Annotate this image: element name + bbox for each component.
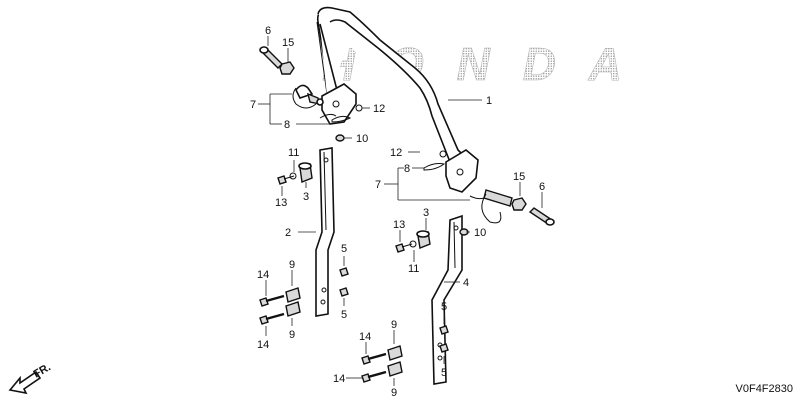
callout-9-c: 9 bbox=[391, 319, 397, 331]
callout-11-right: 11 bbox=[408, 263, 419, 275]
bolt-14-b bbox=[259, 312, 285, 325]
nut-5-a bbox=[339, 267, 349, 277]
callout-3-right: 3 bbox=[423, 207, 429, 219]
callout-9-a: 9 bbox=[289, 259, 295, 271]
callout-6-right: 6 bbox=[539, 181, 545, 193]
callout-11-left: 11 bbox=[288, 147, 299, 159]
callout-5-a: 5 bbox=[341, 243, 347, 255]
callout-7-left: 7 bbox=[250, 99, 256, 111]
right-roll-bar-post bbox=[431, 214, 463, 385]
bolt-14-a bbox=[259, 294, 285, 307]
ring-left bbox=[355, 104, 363, 112]
collar-9-a bbox=[285, 287, 301, 303]
washer-11-left bbox=[289, 172, 297, 180]
callout-6-left: 6 bbox=[265, 25, 271, 37]
washer-left bbox=[335, 134, 345, 142]
callout-3-left: 3 bbox=[303, 191, 309, 203]
callout-14-c: 14 bbox=[359, 331, 371, 343]
clip-left bbox=[331, 115, 352, 123]
nut-5-d bbox=[439, 343, 449, 353]
lock-pin-left bbox=[292, 84, 337, 119]
callout-15-left: 15 bbox=[282, 37, 294, 49]
callout-13-right: 13 bbox=[393, 219, 405, 231]
callout-7-right: 7 bbox=[375, 179, 381, 191]
bolt-13-left bbox=[277, 175, 295, 185]
callout-1: 1 bbox=[486, 95, 492, 107]
clip-right bbox=[423, 163, 446, 171]
front-label: FR. bbox=[32, 361, 53, 380]
callout-13-left: 13 bbox=[275, 197, 287, 209]
front-arrow-icon bbox=[8, 370, 42, 395]
bolt-13-right bbox=[395, 243, 413, 253]
nut-5-c bbox=[439, 325, 449, 335]
callout-10-left: 10 bbox=[356, 133, 368, 145]
roll-bar-hoop bbox=[316, 6, 479, 193]
callout-12-right: 12 bbox=[390, 147, 402, 159]
callout-14-b: 14 bbox=[257, 339, 269, 351]
callout-5-b: 5 bbox=[341, 309, 347, 321]
callout-14-d: 14 bbox=[333, 373, 345, 385]
callout-2: 2 bbox=[285, 227, 291, 239]
callout-12-left: 12 bbox=[373, 103, 385, 115]
pin-left bbox=[259, 46, 283, 69]
ring-right bbox=[439, 150, 447, 158]
diagram-reference-code: V0F4F2830 bbox=[736, 383, 793, 395]
leader-lines bbox=[258, 36, 543, 386]
nut-5-b bbox=[339, 287, 349, 297]
nut-right bbox=[511, 197, 527, 211]
callout-4: 4 bbox=[463, 277, 469, 289]
left-roll-bar-post bbox=[315, 147, 335, 317]
callout-10-right: 10 bbox=[474, 227, 486, 239]
callout-5-d: 5 bbox=[441, 367, 447, 379]
callout-numbers: 1 2 3 3 4 5 5 5 5 6 6 7 7 8 8 9 9 9 9 10… bbox=[250, 25, 545, 399]
lock-pin-right bbox=[469, 189, 513, 224]
callout-5-c: 5 bbox=[441, 301, 447, 313]
nut-left bbox=[279, 61, 295, 75]
front-direction-indicator: FR. bbox=[8, 361, 53, 395]
callout-15-right: 15 bbox=[513, 171, 525, 183]
bolt-14-d bbox=[361, 370, 387, 383]
bolt-14-c bbox=[361, 352, 387, 365]
damper-left bbox=[298, 162, 313, 183]
callout-8-left: 8 bbox=[284, 119, 290, 131]
pin-right bbox=[528, 207, 555, 226]
collar-9-b bbox=[285, 301, 301, 317]
collar-9-c bbox=[387, 345, 403, 361]
callout-9-d: 9 bbox=[391, 387, 397, 399]
damper-right bbox=[416, 230, 431, 249]
callout-9-b: 9 bbox=[289, 329, 295, 341]
callout-14-a: 14 bbox=[257, 269, 269, 281]
collar-9-d bbox=[387, 361, 403, 377]
callout-8-right: 8 bbox=[404, 163, 410, 175]
washer-11-right bbox=[409, 240, 417, 248]
